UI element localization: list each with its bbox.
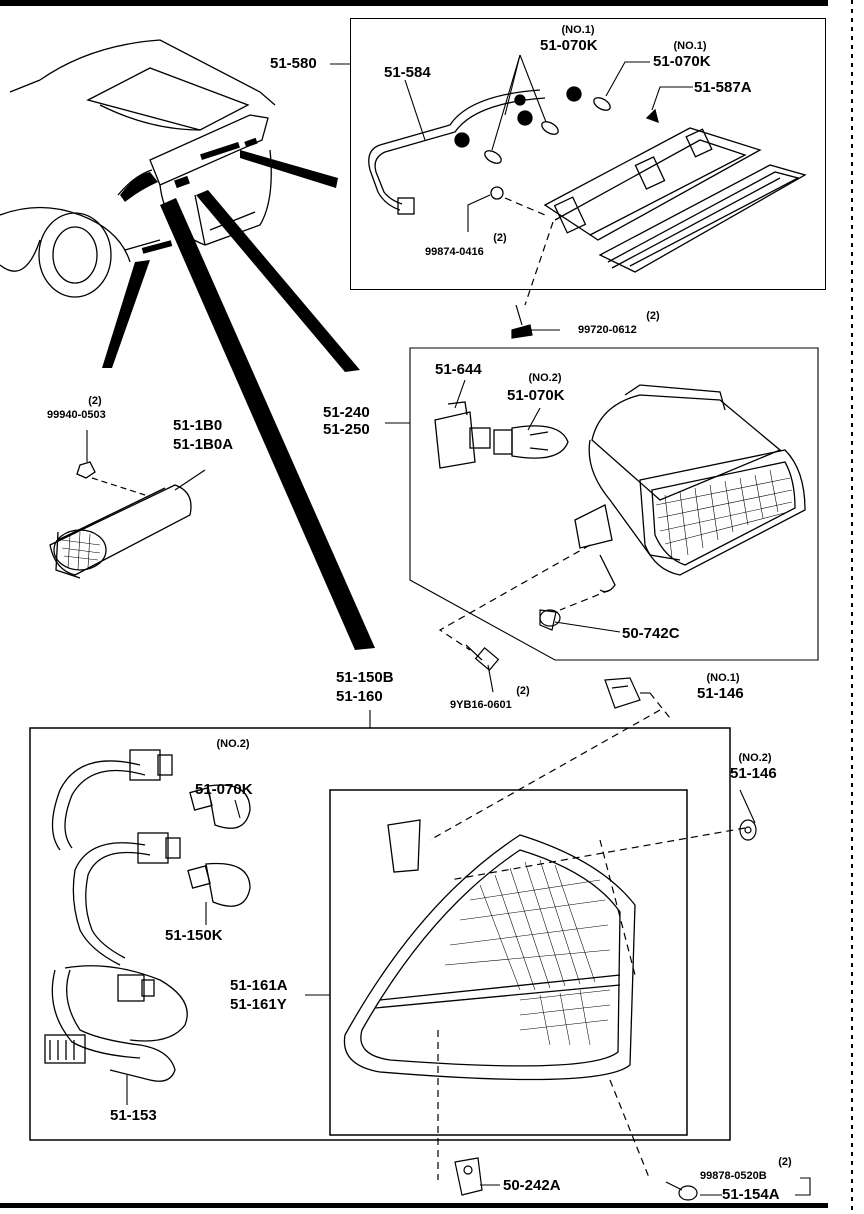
dash-leaders-top [504,197,554,306]
top-rule [0,0,828,6]
rear-lens-drawing [343,819,636,1081]
grommet-146-bottom [739,819,757,841]
rear-combo-frames [29,727,731,1141]
marker-lamp-drawing [49,461,192,579]
high-mount-lamp-drawing [368,86,807,273]
label-51-146-a: 51-146 [697,685,744,702]
car-lamp-marks [120,137,258,254]
label-51-070k-b: 51-070K [653,53,711,70]
car-rear-illustration [0,39,276,298]
side-lamp-drawing [434,384,806,593]
label-50-742c: 50-742C [622,625,680,642]
label-51-250: 51-250 [323,421,370,438]
nut-50742c [539,609,561,631]
label-no2-c-qty: (NO.2) [528,372,562,384]
label-51-154a: 51-154A [722,1186,780,1203]
label-51-644: 51-644 [435,361,482,378]
label-51-070k-c: 51-070K [507,387,565,404]
screw-99878-drawing [665,1181,698,1201]
bottom-rule [0,1203,828,1208]
label-0520b-qty: (2) [778,1156,792,1168]
label-51-146-b: 51-146 [730,765,777,782]
label-no2-146-qty: (NO.2) [738,752,772,764]
marker-lamp-grid [61,531,101,571]
label-0612-qty: (2) [646,310,660,322]
label-51-161a: 51-161A [230,977,288,994]
label-no1-a-qty: (NO.1) [561,24,595,36]
marker-dash [91,477,146,496]
bolt-99720 [511,304,533,339]
label-51-153: 51-153 [110,1107,157,1124]
label-9yb16-0601: 9YB16-0601 [450,699,512,711]
label-99720-0612: 99720-0612 [578,324,637,336]
rear-lens-grid [444,859,611,1046]
label-51-070k-d: 51-070K [195,781,253,798]
side-lamp-grid [655,469,793,559]
rear-dashes [429,692,746,1181]
screw-9yb16 [465,644,500,671]
label-50-242a: 50-242A [503,1177,561,1194]
label-0503-qty: (2) [88,395,102,407]
label-51-070k-a: 51-070K [540,37,598,54]
leader-lines-top [330,54,693,331]
rear-combo-leaders [126,692,811,1196]
label-51-150b: 51-150B [336,669,394,686]
label-51-584: 51-584 [384,64,431,81]
pointer-wedges [102,150,375,650]
label-99878-0520b: 99878-0520B [700,1170,767,1182]
marker-leaders [86,430,206,491]
label-99940-0503: 99940-0503 [47,409,106,421]
rear-harness-drawing [44,749,251,1082]
grommet-146-top [604,677,641,709]
label-no1-146-qty: (NO.1) [706,672,740,684]
label-51-240: 51-240 [323,404,370,421]
label-51-580: 51-580 [270,55,317,72]
side-lamp-dashes [438,544,611,651]
label-no1-b-qty: (NO.1) [673,40,707,52]
high-mount-lamp-frame [350,18,826,290]
label-51-160: 51-160 [336,688,383,705]
label-51-161y: 51-161Y [230,996,287,1013]
label-0416-qty: (2) [493,232,507,244]
label-51-150k: 51-150K [165,927,223,944]
label-51-1b0: 51-1B0 [173,417,223,434]
label-no2-d-qty: (NO.2) [216,738,250,750]
side-lamp-leaders [385,347,819,693]
label-51-1b0a: 51-1B0A [173,436,234,453]
label-51-587a: 51-587A [694,79,752,96]
label-0601-qty: (2) [516,685,530,697]
label-99874-0416: 99874-0416 [425,246,484,258]
nut-50242a-drawing [454,1157,483,1196]
